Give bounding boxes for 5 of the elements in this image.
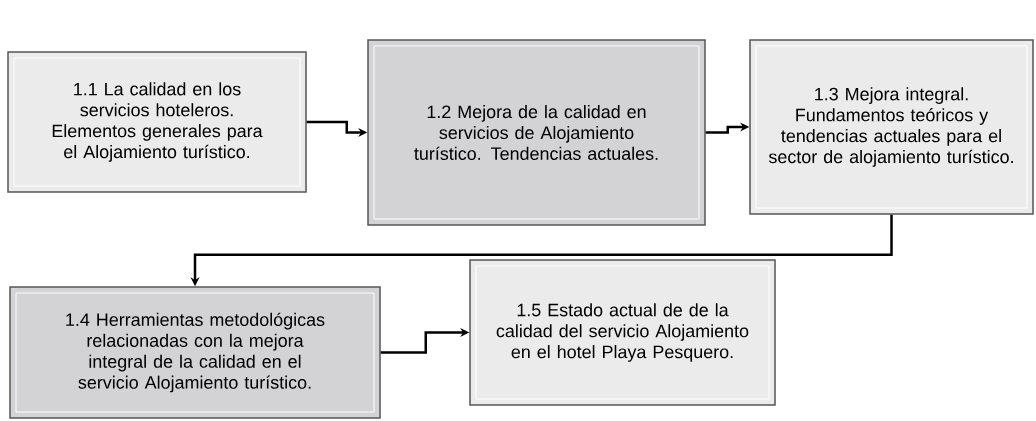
process-box: 1.3 Mejora integral. Fundamentos teóricos y tendencias actuales para el sector de alojamiento turístico. [749,39,1034,215]
process-box: 1.1 La calidad en los servicios hoteleros. Elementos generales para el Alojamiento turístico. [7,51,307,193]
process-box: 1.5 Estado actual de de la calidad del servicio Alojamiento en el hotel Playa Pesquero. [469,259,776,406]
process-box: 1.4 Herramientas metodológicas relacionadas con la mejora integral de la calidad en el servicio Alojamiento turístico. [9,286,381,419]
process-box: 1.2 Mejora de la calidad en servicios de Alojamiento turístico. Tendencias actuales. [367,39,706,226]
